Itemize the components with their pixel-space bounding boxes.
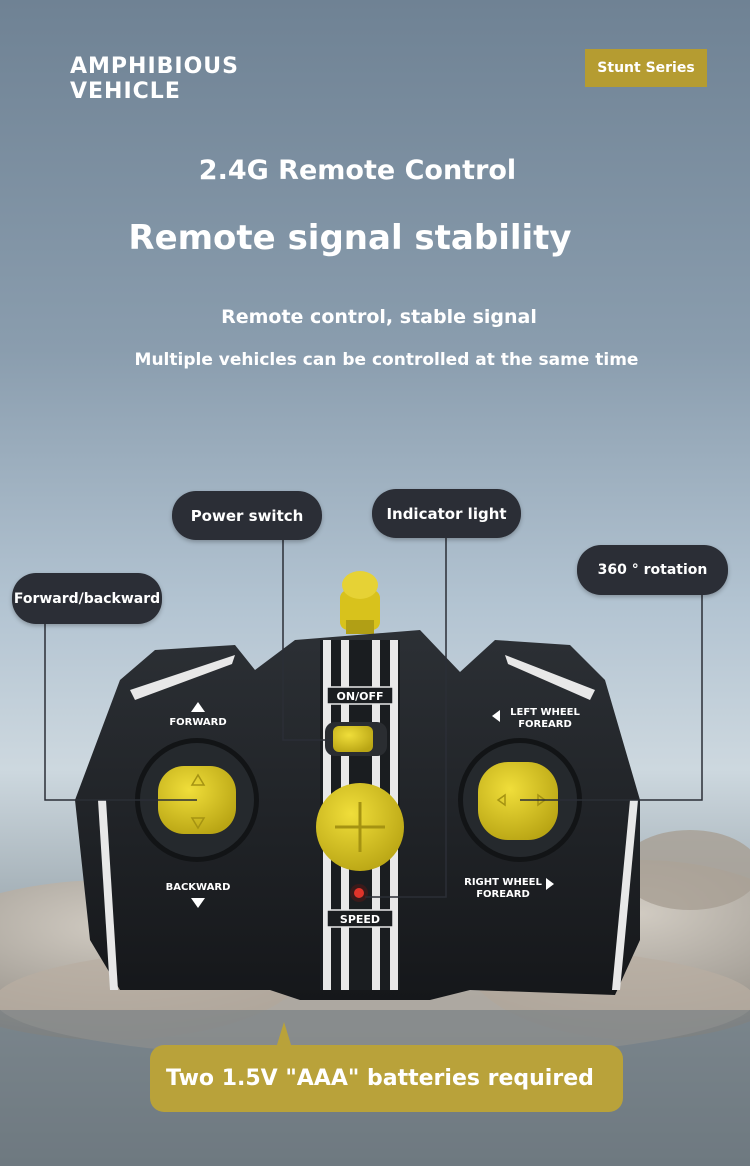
right-wheel-label: RIGHT WHEEL FOREARD [464, 877, 554, 900]
svg-text:BACKWARD: BACKWARD [166, 882, 231, 893]
callout-power-switch: Power switch [172, 491, 322, 540]
brand-title: AMPHIBIOUS VEHICLE [70, 54, 239, 104]
svg-text:RIGHT WHEEL: RIGHT WHEEL [464, 877, 542, 888]
antenna [340, 571, 380, 634]
speed-label: SPEED [326, 909, 394, 928]
callout-indicator-light: Indicator light [372, 489, 521, 538]
callout-rotation: 360 ° rotation [577, 545, 728, 595]
left-wheel-label: LEFT WHEEL FOREARD [492, 707, 581, 730]
headline-sub: 2.4G Remote Control [198, 155, 517, 186]
up-arrow-icon [191, 702, 205, 712]
speed-button[interactable] [316, 783, 404, 871]
svg-text:FORWARD: FORWARD [169, 717, 226, 728]
backward-label: BACKWARD [166, 882, 231, 908]
series-badge: Stunt Series [585, 49, 707, 87]
svg-text:ON/OFF: ON/OFF [337, 690, 384, 703]
svg-text:SPEED: SPEED [340, 913, 380, 926]
right-arrow-icon [546, 878, 554, 890]
callout-lines [44, 538, 703, 898]
svg-text:FOREARD: FOREARD [518, 719, 572, 730]
brand-line-2: VEHICLE [70, 79, 181, 104]
headline-main: Remote signal stability [128, 218, 572, 258]
indicator-light [350, 884, 368, 902]
left-arrow-icon [492, 710, 500, 722]
brand-line-1: AMPHIBIOUS [70, 54, 240, 79]
banner-pointer [276, 1022, 292, 1048]
feature-line-2: Multiple vehicles can be controlled at t… [134, 350, 639, 370]
feature-line-1: Remote control, stable signal [221, 306, 537, 328]
forward-label: FORWARD [169, 702, 227, 728]
callout-forward-backward: Forward/backward [12, 573, 162, 624]
svg-text:FOREARD: FOREARD [476, 889, 530, 900]
power-switch[interactable] [325, 722, 387, 756]
down-arrow-icon [191, 898, 205, 908]
svg-text:LEFT WHEEL: LEFT WHEEL [510, 707, 580, 718]
on-off-label: ON/OFF [326, 686, 394, 705]
battery-banner: Two 1.5V "AAA" batteries required [150, 1045, 623, 1112]
